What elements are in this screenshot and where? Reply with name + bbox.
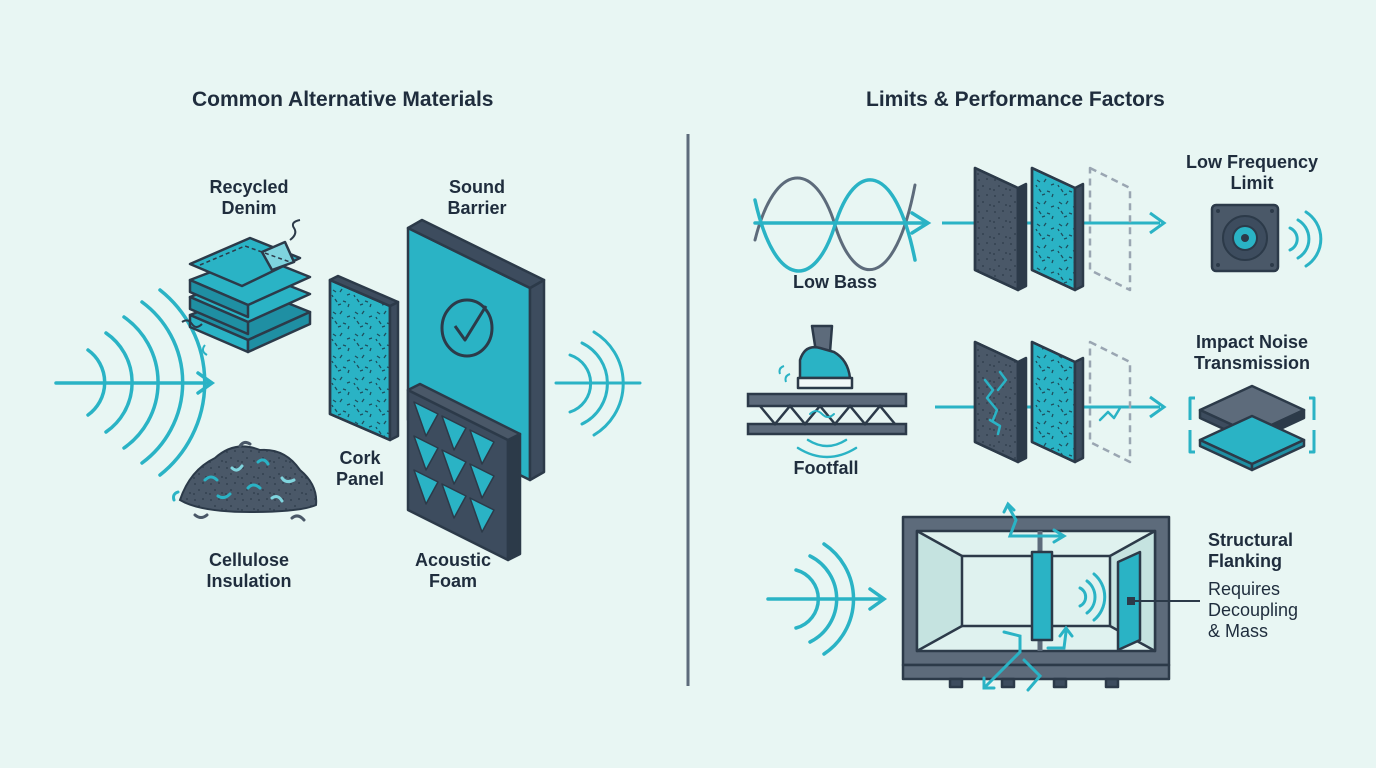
wall-layers-1: [973, 166, 1132, 292]
callout-leader: [1127, 597, 1200, 605]
impact-layers-icon: [1188, 384, 1316, 472]
incoming-sound-wave-icon: [54, 288, 216, 477]
speaker-icon: [1210, 203, 1323, 273]
recycled-denim-icon: [181, 219, 312, 356]
left-panel-title: Common Alternative Materials: [192, 88, 494, 111]
low-bass-label: Low Bass: [792, 272, 878, 292]
acoustic-foam-icon: [406, 382, 522, 562]
wall-layers-2: [973, 340, 1132, 464]
cellulose-insulation-icon: [172, 440, 318, 522]
arrowhead-icon: [1149, 211, 1167, 235]
flanking-sound-wave-icon: [766, 542, 888, 656]
floor-joist-icon: [746, 392, 908, 459]
arrowhead-icon: [1149, 395, 1167, 419]
right-panel-title: Limits & Performance Factors: [866, 88, 1165, 111]
outgoing-sound-wave-icon: [554, 330, 642, 437]
footfall-label: Footfall: [793, 458, 859, 478]
low-bass-wave-icon: [753, 176, 932, 273]
flanking-arrows-icon: [982, 501, 1107, 692]
checkmark-icon: [440, 298, 494, 358]
cork-panel-icon: [328, 274, 400, 442]
shoe-icon: [778, 324, 854, 390]
